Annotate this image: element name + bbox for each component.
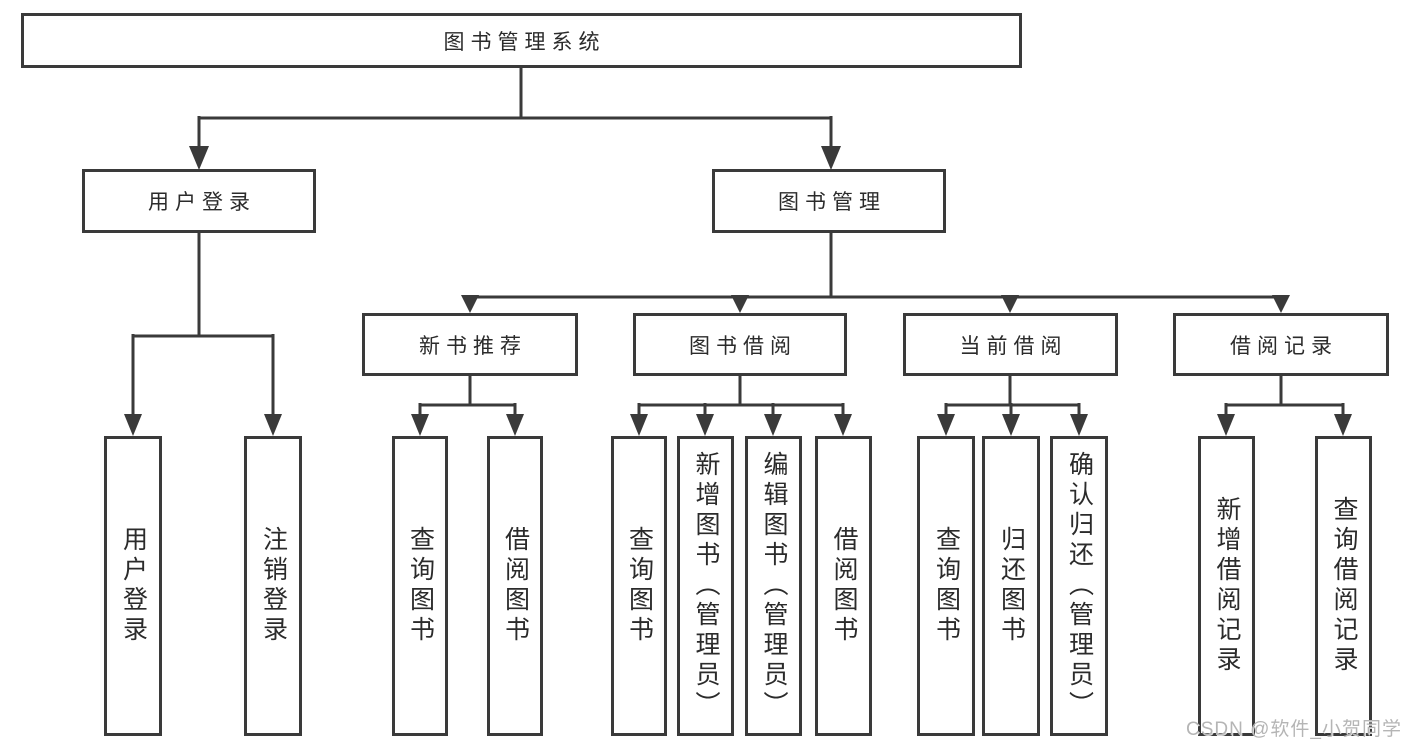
leaf-query-borrow-record-label: 查询借阅记录 (1330, 496, 1358, 676)
leaf-add-book-admin: 新增图书（管理员） (677, 436, 734, 736)
leaf-add-borrow-record: 新增借阅记录 (1198, 436, 1255, 736)
leaf-user-login-label: 用户登录 (119, 526, 148, 646)
leaf-add-borrow-record-label: 新增借阅记录 (1213, 496, 1241, 676)
leaf-add-book-admin-label: 新增图书（管理员） (692, 451, 720, 721)
leaf-borrow-book-2-label: 借阅图书 (830, 526, 858, 646)
leaf-confirm-return-admin-label: 确认归还（管理员） (1065, 451, 1094, 721)
arrowheads (124, 146, 1352, 436)
leaf-query-borrow-record: 查询借阅记录 (1315, 436, 1372, 736)
leaf-query-book-3-label: 查询图书 (932, 526, 961, 646)
node-book-borrowing: 图书借阅 (633, 313, 847, 376)
leaf-confirm-return-admin: 确认归还（管理员） (1050, 436, 1108, 736)
leaf-borrow-book-1-label: 借阅图书 (501, 526, 530, 646)
node-user-login: 用户登录 (82, 169, 316, 233)
leaf-return-book-label: 归还图书 (997, 526, 1026, 646)
leaf-query-book-1-label: 查询图书 (406, 526, 435, 646)
leaf-borrow-book-1: 借阅图书 (487, 436, 543, 736)
leaf-query-book-2: 查询图书 (611, 436, 667, 736)
node-book-management: 图书管理 (712, 169, 946, 233)
node-current-borrowing: 当前借阅 (903, 313, 1118, 376)
leaf-logout: 注销登录 (244, 436, 302, 736)
leaf-edit-book-admin: 编辑图书（管理员） (745, 436, 802, 736)
node-new-book-recommend: 新书推荐 (362, 313, 578, 376)
leaf-query-book-2-label: 查询图书 (625, 526, 654, 646)
leaf-edit-book-admin-label: 编辑图书（管理员） (760, 451, 788, 721)
node-borrow-records: 借阅记录 (1173, 313, 1389, 376)
leaf-query-book-3: 查询图书 (917, 436, 975, 736)
leaf-borrow-book-2: 借阅图书 (815, 436, 872, 736)
leaf-query-book-1: 查询图书 (392, 436, 448, 736)
leaf-logout-label: 注销登录 (259, 526, 288, 646)
csdn-watermark: CSDN @软件_小贺同学 (1186, 719, 1402, 740)
leaf-user-login: 用户登录 (104, 436, 162, 736)
leaf-return-book: 归还图书 (982, 436, 1040, 736)
node-root-library-system: 图书管理系统 (21, 13, 1022, 68)
